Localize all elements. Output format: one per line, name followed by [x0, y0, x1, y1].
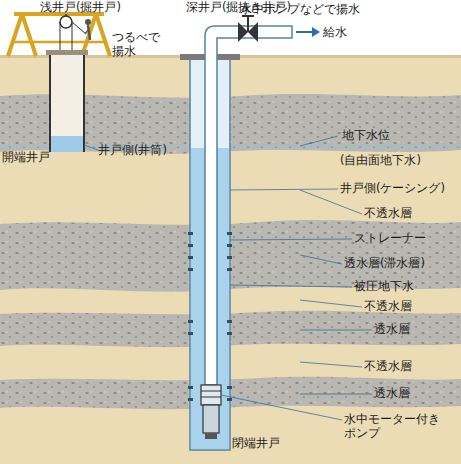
submersible-pump — [201, 385, 221, 439]
diagram-label: 被圧地下水 — [354, 279, 454, 293]
diagram-label: 水中ポンプなどで揚水 — [240, 2, 390, 16]
diagram-label: (自由面地下水) — [340, 153, 460, 167]
diagram-label: 透水層(滞水層) — [344, 256, 460, 270]
flow-arrow — [296, 27, 320, 37]
well-frame — [8, 14, 110, 56]
worker-figure — [85, 19, 91, 40]
diagram-label: 不透水層 — [364, 359, 454, 373]
well-wall — [83, 52, 85, 152]
well-water — [50, 136, 84, 152]
diagram-label: 浅井戸(掘井戸) — [40, 0, 160, 14]
diagram-label: 給水 — [323, 25, 363, 39]
diagram-label: 透水層 — [374, 386, 454, 400]
diagram-label: 透水層 — [374, 322, 454, 336]
diagram-label: 地下水位 — [342, 128, 452, 142]
pulley-hook — [65, 14, 67, 16]
diagram-label: 不透水層 — [364, 299, 454, 313]
diagram-label: つるべで 揚水 — [112, 30, 168, 58]
diagram-label: 井戸側(ケーシング) — [340, 181, 460, 195]
valve — [238, 16, 258, 42]
diagram-label: 井戸側(井筒) — [98, 143, 198, 157]
diagram-label: 水中モーター付き ポンプ — [344, 412, 456, 440]
riser-pipe — [205, 26, 292, 385]
diagram-label: 不透水層 — [364, 206, 454, 220]
diagram-label: 開端井戸 — [2, 150, 62, 164]
diagram-label: ストレーナー — [354, 231, 454, 245]
pulley — [60, 16, 72, 28]
leader-lines — [84, 136, 372, 420]
well-curb — [46, 50, 88, 55]
well-shaft — [50, 52, 84, 152]
diagram-label: 閉端井戸 — [232, 436, 312, 450]
well-wall — [49, 52, 51, 152]
